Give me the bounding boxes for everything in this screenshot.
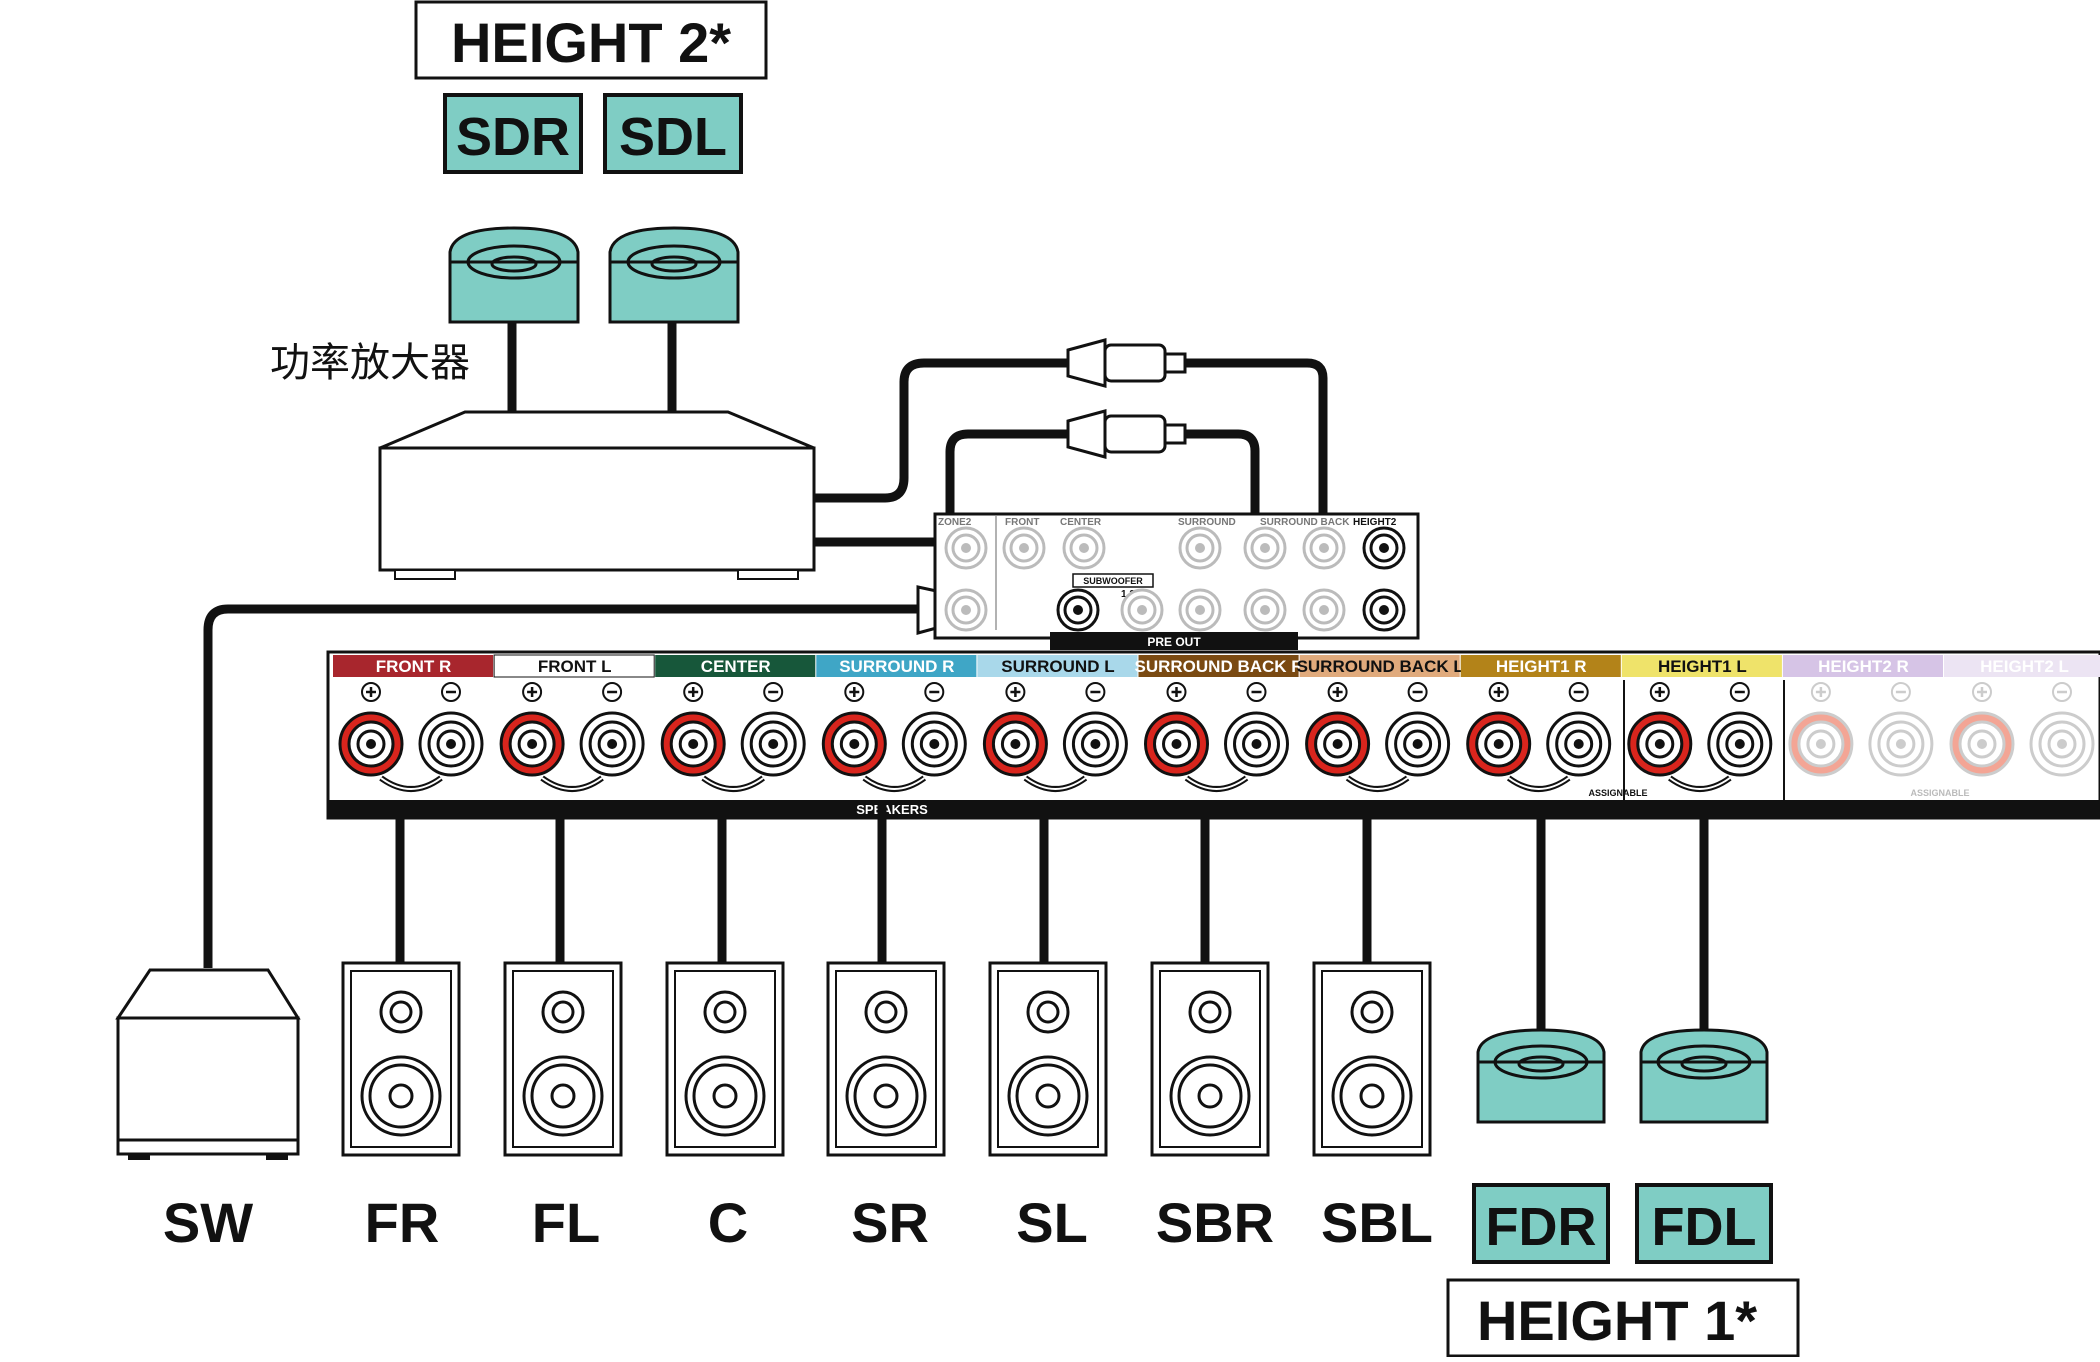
svg-text:HEIGHT2 R: HEIGHT2 R (1818, 657, 1909, 676)
floor-speaker-2 (503, 961, 623, 1157)
svg-text:FRONT R: FRONT R (376, 657, 452, 676)
rca-jack-7 (944, 588, 988, 632)
rca-jack-3 (1178, 526, 1222, 570)
floor-speaker-1 (341, 961, 461, 1157)
svg-text:SURROUND BACK R: SURROUND BACK R (1135, 657, 1304, 676)
svg-text:CENTER: CENTER (701, 657, 771, 676)
floor-speaker-4 (826, 961, 946, 1157)
height-speaker-sdr (448, 226, 580, 324)
binding-post-pair-4 (982, 682, 1128, 792)
rca-jack-2 (1062, 526, 1106, 570)
rca-jack-5 (1302, 526, 1346, 570)
svg-text:SURROUND L: SURROUND L (1001, 657, 1114, 676)
terminal-header-7: HEIGHT1 R (1460, 655, 1621, 677)
svg-text:SURROUND BACK: SURROUND BACK (1260, 517, 1350, 528)
speaker-label-fl: FL (532, 1191, 600, 1254)
speaker-label-sbr: SBR (1156, 1191, 1274, 1254)
svg-text:SDL: SDL (619, 107, 727, 167)
svg-text:FDR: FDR (1486, 1197, 1597, 1257)
terminal-header-2: CENTER (655, 655, 816, 677)
pre-out-panel: ZONE2 FRONT CENTER SURROUND SURROUND BAC… (933, 512, 1420, 650)
speaker-label-sr: SR (851, 1191, 929, 1254)
height-speaker-fdl (1639, 1028, 1769, 1124)
svg-text:ASSIGNABLE: ASSIGNABLE (1910, 788, 1969, 798)
binding-post-pair-2 (660, 682, 806, 792)
height1-title: HEIGHT 1* (1477, 1289, 1757, 1352)
tag-fdl: FDL (1635, 1183, 1773, 1264)
terminal-header-4: SURROUND L (977, 655, 1138, 677)
floor-speaker-5 (988, 961, 1108, 1157)
terminal-header-9: HEIGHT2 R (1782, 655, 1943, 677)
svg-text:FRONT: FRONT (1005, 517, 1039, 528)
speaker-label-c: C (708, 1191, 748, 1254)
svg-text:CENTER: CENTER (1060, 517, 1102, 528)
rca-jack-10 (1178, 588, 1222, 632)
height-speaker-sdl (608, 226, 740, 324)
binding-post-pair-8 (1627, 682, 1773, 792)
svg-text:SPEAKERS: SPEAKERS (856, 802, 928, 817)
terminal-header-0: FRONT R (333, 655, 494, 677)
binding-post-pair-1 (499, 682, 645, 792)
rca-jack-11 (1243, 588, 1287, 632)
speaker-cables (395, 800, 1709, 1032)
rca-jack-4 (1243, 526, 1287, 570)
terminal-header-5: SURROUND BACK R (1135, 655, 1304, 677)
svg-text:HEIGHT1 L: HEIGHT1 L (1658, 657, 1747, 676)
height2-title: HEIGHT 2* (451, 11, 731, 74)
terminal-header-1: FRONT L (493, 654, 655, 678)
binding-post-pair-3 (821, 682, 967, 792)
svg-text:SURROUND R: SURROUND R (839, 657, 954, 676)
amplifier-label: 功率放大器 (270, 340, 470, 386)
terminal-header-8: HEIGHT1 L (1621, 655, 1782, 677)
svg-text:HEIGHT1 R: HEIGHT1 R (1496, 657, 1587, 676)
rca-jack-8 (1056, 588, 1100, 632)
terminal-header-10: HEIGHT2 L (1944, 655, 2100, 677)
svg-text:SUBWOOFER: SUBWOOFER (1083, 576, 1143, 586)
svg-text:SURROUND: SURROUND (1178, 517, 1236, 528)
binding-post-pair-7 (1466, 682, 1612, 792)
svg-text:PRE OUT: PRE OUT (1147, 635, 1201, 649)
svg-text:ZONE2: ZONE2 (938, 517, 972, 528)
rca-jack-1 (1002, 526, 1046, 570)
tag-fdr: FDR (1472, 1183, 1610, 1264)
svg-text:FRONT L: FRONT L (538, 657, 612, 676)
rca-cable-height2-upper (814, 338, 1385, 553)
svg-text:FDL: FDL (1652, 1197, 1757, 1257)
speaker-label-sl: SL (1016, 1191, 1088, 1254)
floor-speaker-3 (665, 961, 785, 1157)
binding-post-pair-9 (1788, 682, 1934, 777)
tag-sdl: SDL (603, 93, 743, 174)
terminal-header-6: SURROUND BACK L (1297, 655, 1464, 677)
terminal-header-3: SURROUND R (816, 655, 977, 677)
binding-post-pair-0 (338, 682, 484, 792)
svg-text:SURROUND BACK L: SURROUND BACK L (1297, 657, 1464, 676)
power-amplifier (378, 410, 816, 580)
rca-jack-13 (1362, 588, 1406, 632)
subwoofer-sw (115, 968, 301, 1160)
floor-speaker-7 (1312, 961, 1432, 1157)
speaker-label-sw: SW (163, 1191, 253, 1254)
speaker-label-sbl: SBL (1321, 1191, 1433, 1254)
binding-post-pair-5 (1144, 682, 1289, 792)
binding-post-pair-10 (1949, 682, 2095, 777)
rca-jack-6 (1362, 526, 1406, 570)
rca-jack-12 (1302, 588, 1346, 632)
svg-text:HEIGHT2 L: HEIGHT2 L (1980, 657, 2069, 676)
tag-sdr: SDR (443, 93, 583, 174)
binding-post-pair-6 (1305, 682, 1451, 792)
svg-text:HEIGHT2: HEIGHT2 (1353, 517, 1397, 528)
speaker-label-fr: FR (365, 1191, 440, 1254)
speaker-terminal-strip: FRONT R FRONT L CENTER SURROUND R SURROUND L… (326, 650, 2100, 820)
rca-jack-9 (1120, 588, 1164, 632)
svg-text:ASSIGNABLE: ASSIGNABLE (1588, 788, 1647, 798)
height-speaker-fdr (1476, 1028, 1606, 1124)
floor-speaker-6 (1150, 961, 1270, 1157)
rca-jack-0 (944, 526, 988, 570)
svg-text:SDR: SDR (456, 107, 570, 167)
